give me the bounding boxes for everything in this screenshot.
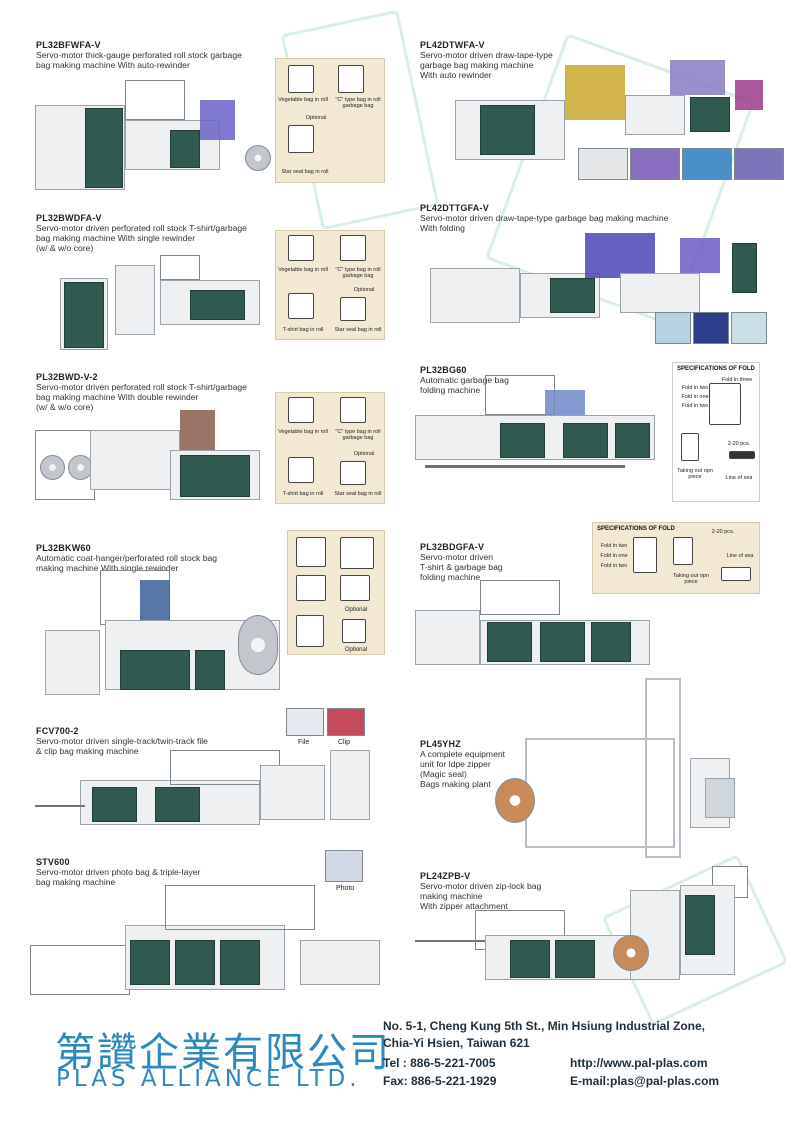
product-description: Servo-motor driven perforated roll stock… xyxy=(36,382,247,412)
product-pl45yhz: PL45YHZ A complete equipment unit for ld… xyxy=(420,739,540,789)
fax: Fax: 886-5-221-1929 xyxy=(383,1074,497,1088)
product-model: PL45YHZ xyxy=(420,739,461,749)
company-name-chinese: 第讚企業有限公司 xyxy=(55,1030,391,1076)
machine-photo xyxy=(405,580,665,685)
bag-types-inset: Vegetable bag in roll "C" type bag in ro… xyxy=(275,392,385,504)
product-pl42dttgfa-v: PL42DTTGFA-V Servo-motor driven draw-tap… xyxy=(420,203,720,233)
product-model: STV600 xyxy=(36,857,70,867)
clip-bag-thumbnail xyxy=(327,708,365,736)
product-description: Automatic garbage bag folding machine xyxy=(420,375,509,395)
machine-photo xyxy=(30,745,380,840)
product-pl32bwd-v-2: PL32BWD-V-2 Servo-motor driven perforate… xyxy=(36,372,286,412)
product-stv600: STV600 Servo-motor driven photo bag & tr… xyxy=(36,857,286,887)
fold-specifications-inset: SPECIFICATIONS OF FOLD 2-20 pcs. Fold in… xyxy=(592,522,760,594)
telephone: Tel : 886-5-221-7005 xyxy=(383,1056,496,1070)
product-description: Servo-motor driven zip-lock bag making m… xyxy=(420,881,542,911)
product-pl32bfwfa-v: PL32BFWFA-V Servo-motor thick-gauge perf… xyxy=(36,40,276,70)
product-model: PL32BDGFA-V xyxy=(420,542,485,552)
email-link[interactable]: E-mail:plas@pal-plas.com xyxy=(570,1074,720,1088)
product-pl42dtwfa-v: PL42DTWFA-V Servo-motor driven draw-tape… xyxy=(420,40,620,80)
company-name-english: PLAS ALLIANCE LTD. xyxy=(56,1066,361,1092)
product-pl32bwdfa-v: PL32BWDFA-V Servo-motor driven perforate… xyxy=(36,213,286,253)
product-description: Servo-motor driven perforated roll stock… xyxy=(36,223,247,253)
product-model: FCV700-2 xyxy=(36,726,79,736)
product-description: Servo-motor driven draw-tape-type garbag… xyxy=(420,213,669,233)
file-bag-thumbnail xyxy=(286,708,324,736)
bag-types-inset: Vegetable bag in roll "C" type bag in ro… xyxy=(275,58,385,183)
product-description: Automatic coat-hanger/perforated roll st… xyxy=(36,553,218,573)
machine-photo xyxy=(455,55,775,165)
bag-types-inset: Optional Optional xyxy=(287,530,385,655)
product-model: PL32BG60 xyxy=(420,365,467,375)
photo-bag-thumbnail xyxy=(325,850,363,882)
bag-types-inset: Vegetable bag in roll "C" type bag in ro… xyxy=(275,230,385,340)
machine-photo xyxy=(485,678,775,863)
product-model: PL32BFWFA-V xyxy=(36,40,101,50)
product-description: A complete equipment unit for ldpe zippe… xyxy=(420,749,506,789)
product-pl32bdgfa-v: PL32BDGFA-V Servo-motor driven T-shirt &… xyxy=(420,542,570,582)
address-line-2: Chia-Yi Hsien, Taiwan 621 xyxy=(383,1036,530,1050)
product-description: Servo-motor driven photo bag & triple-la… xyxy=(36,867,201,887)
machine-photo xyxy=(25,875,385,1005)
product-description: Servo-motor driven draw-tape-type garbag… xyxy=(420,50,553,80)
product-model: PL32BWDFA-V xyxy=(36,213,102,223)
address-line-1: No. 5-1, Cheng Kung 5th St., Min Hsiung … xyxy=(383,1019,705,1033)
product-pl24zpb-v: PL24ZPB-V Servo-motor driven zip-lock ba… xyxy=(420,871,590,911)
fold-specifications-inset: SPECIFICATIONS OF FOLD Fold in three Fol… xyxy=(672,362,760,502)
machine-photo xyxy=(415,880,755,995)
product-pl32bg60: PL32BG60 Automatic garbage bag folding m… xyxy=(420,365,570,395)
product-description: Servo-motor driven T-shirt & garbage bag… xyxy=(420,552,503,582)
website-link[interactable]: http://www.pal-plas.com xyxy=(570,1056,708,1070)
machine-photo xyxy=(30,70,275,195)
product-fcv700-2: FCV700-2 Servo-motor driven single-track… xyxy=(36,726,286,756)
machine-photo xyxy=(410,228,770,333)
machine-photo xyxy=(30,400,270,510)
machine-photo xyxy=(405,375,670,485)
product-model: PL24ZPB-V xyxy=(420,871,471,881)
product-model: PL42DTTGFA-V xyxy=(420,203,489,213)
product-model: PL32BKW60 xyxy=(36,543,91,553)
machine-photo xyxy=(60,250,270,355)
product-model: PL42DTWFA-V xyxy=(420,40,485,50)
product-description: Servo-motor driven single-track/twin-tra… xyxy=(36,736,208,756)
product-description: Servo-motor thick-gauge perforated roll … xyxy=(36,50,242,70)
product-model: PL32BWD-V-2 xyxy=(36,372,98,382)
machine-photo xyxy=(40,570,285,705)
product-pl32bkw60: PL32BKW60 Automatic coat-hanger/perforat… xyxy=(36,543,286,573)
